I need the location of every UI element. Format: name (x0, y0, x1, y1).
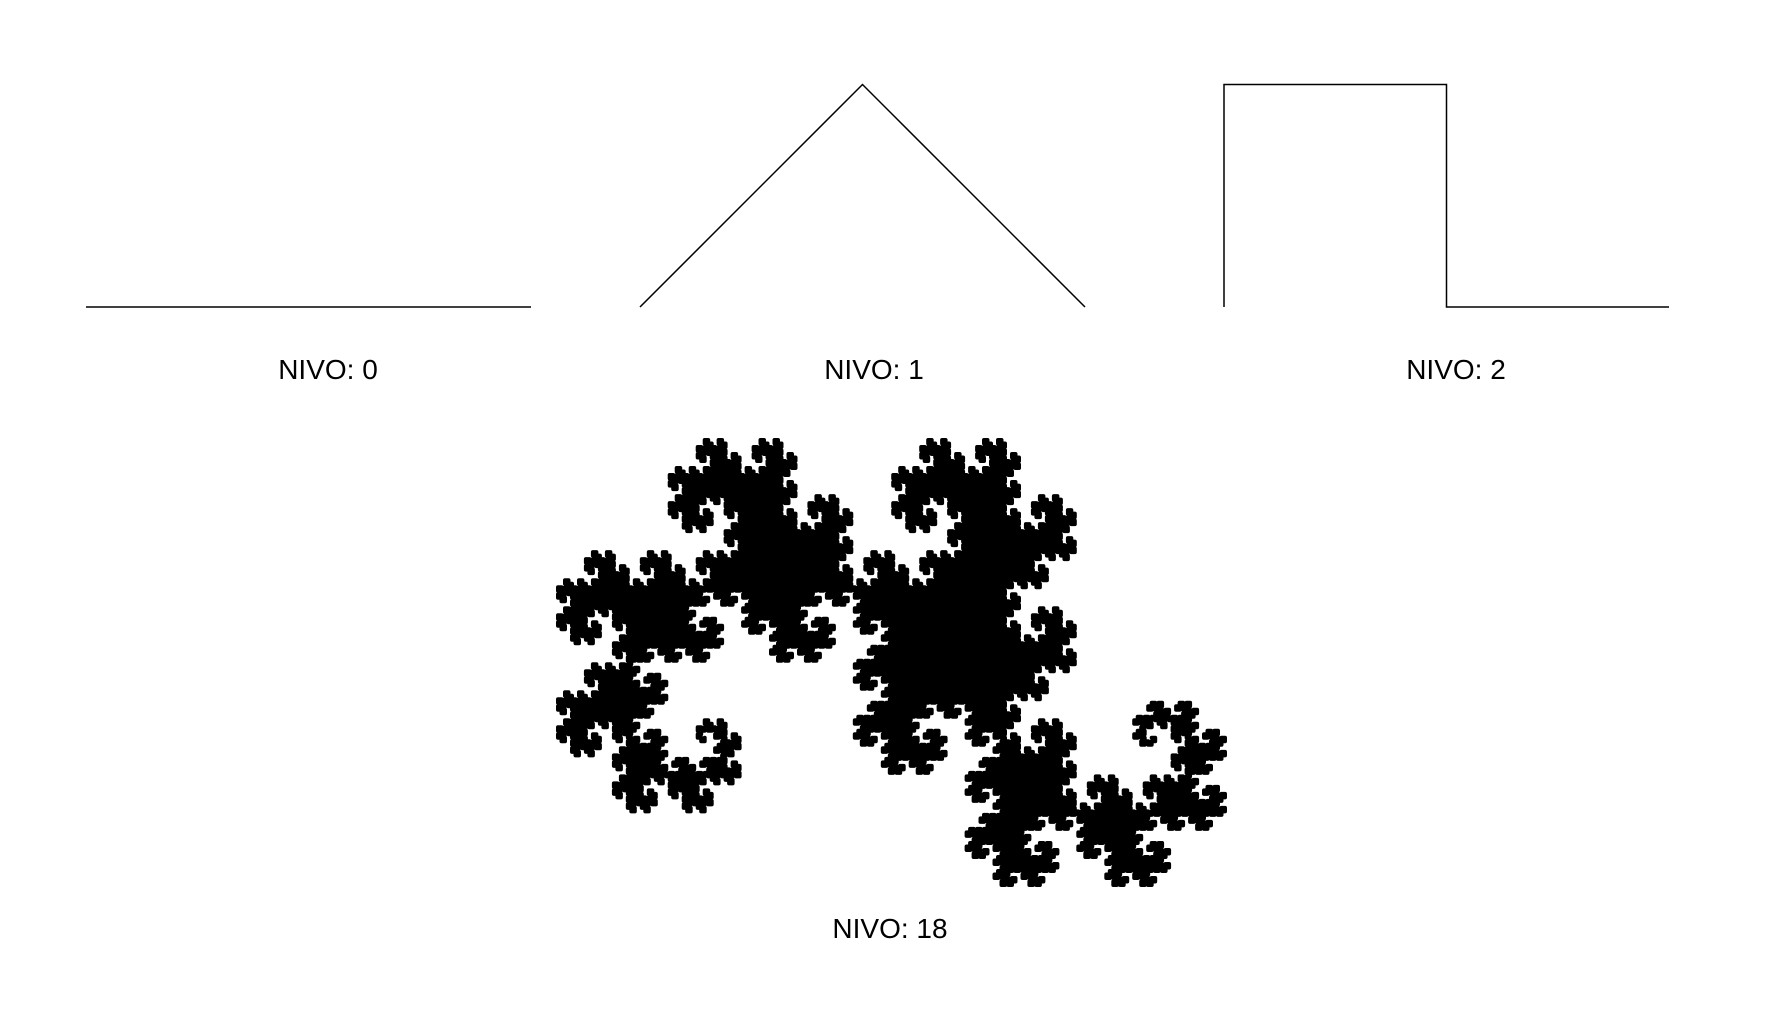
dragon-curve-level-2 (1223, 83, 1669, 308)
dragon-segment-path (639, 83, 1086, 308)
level-18-label: NIVO: 18 (832, 913, 948, 944)
level-0-label: NIVO: 0 (278, 354, 378, 385)
dragon-segment-path (1223, 83, 1669, 308)
dragon-filled-path (556, 438, 1227, 887)
level-1-label: NIVO: 1 (824, 354, 924, 385)
level-2-label: NIVO: 2 (1406, 354, 1506, 385)
dragon-curve-level-1 (639, 83, 1086, 308)
dragon-curve-level-18 (556, 438, 1227, 887)
